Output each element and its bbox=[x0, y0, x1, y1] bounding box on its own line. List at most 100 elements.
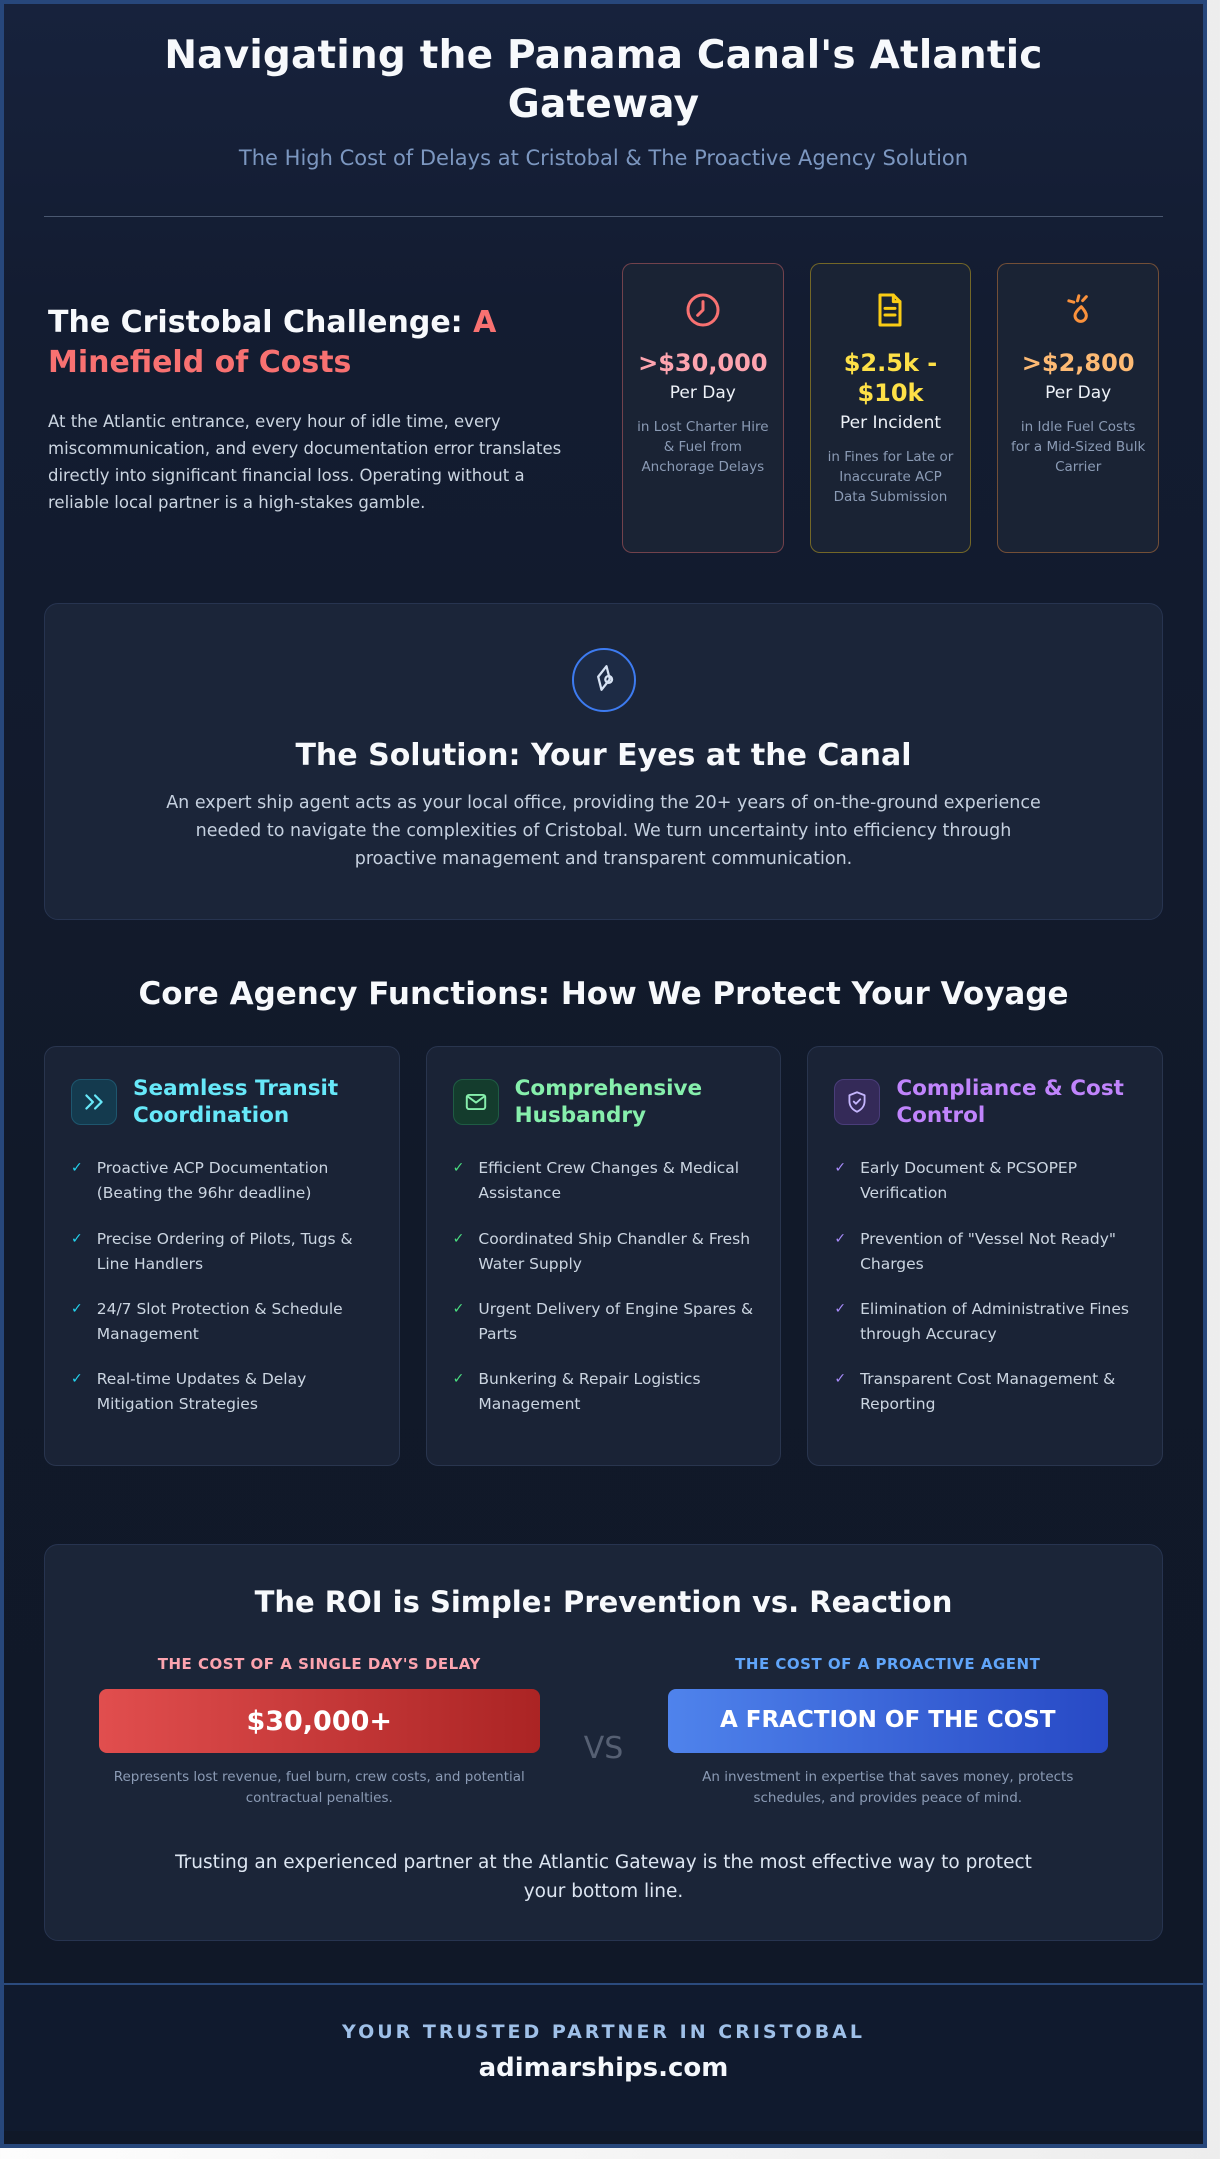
function-card-header: Compliance & Cost Control bbox=[834, 1075, 1136, 1131]
section-roi: The ROI is Simple: Prevention vs. Reacti… bbox=[44, 1544, 1163, 1942]
function-list: ✓ Early Document & PCSOPEP Verification ✓… bbox=[834, 1156, 1136, 1417]
function-card-transit: Seamless Transit Coordination ✓ Proactive… bbox=[44, 1045, 400, 1467]
footer-tagline: YOUR TRUSTED PARTNER IN CRISTOBAL bbox=[341, 2021, 865, 2044]
function-cards: Seamless Transit Coordination ✓ Proactive… bbox=[44, 1045, 1163, 1467]
roi-left-label: THE COST OF A SINGLE DAY'S DELAY bbox=[157, 1655, 481, 1674]
list-item: ✓ Bunkering & Repair Logistics Management bbox=[453, 1367, 755, 1417]
list-item: ✓ Early Document & PCSOPEP Verification bbox=[834, 1156, 1136, 1206]
check-icon: ✓ bbox=[452, 1300, 465, 1317]
document-icon bbox=[823, 290, 959, 330]
list-item: ✓ Proactive ACP Documentation (Beating th… bbox=[71, 1156, 373, 1206]
header-divider bbox=[44, 215, 1163, 217]
list-item-text: Transparent Cost Management & Reporting bbox=[860, 1370, 1116, 1414]
check-icon: ✓ bbox=[452, 1371, 465, 1388]
stat-card-acp-fines: $2.5k - $10k Per Incident in Fines for L… bbox=[809, 262, 972, 553]
challenge-text-column: The Cristobal Challenge: A Minefield of … bbox=[48, 263, 588, 553]
footer-website: adimarships.com bbox=[478, 2053, 729, 2084]
list-item-text: Coordinated Ship Chandler & Fresh Water … bbox=[478, 1229, 751, 1273]
solution-icon-circle bbox=[571, 647, 636, 712]
check-icon: ✓ bbox=[834, 1160, 847, 1177]
function-title: Compliance & Cost Control bbox=[896, 1075, 1124, 1129]
functions-heading: Core Agency Functions: How We Protect Yo… bbox=[138, 975, 1069, 1012]
function-list: ✓ Proactive ACP Documentation (Beating th… bbox=[71, 1156, 373, 1417]
check-icon: ✓ bbox=[452, 1230, 465, 1247]
check-icon: ✓ bbox=[452, 1160, 465, 1177]
list-item-text: 24/7 Slot Protection & Schedule Manageme… bbox=[96, 1299, 343, 1343]
list-item-text: Prevention of "Vessel Not Ready" Charges bbox=[860, 1229, 1117, 1273]
stat-caption: in Fines for Late or Inaccurate ACP Data… bbox=[827, 448, 954, 506]
stat-unit: Per Day bbox=[669, 382, 736, 403]
list-item: ✓ Real-time Updates & Delay Mitigation St… bbox=[71, 1367, 373, 1417]
function-card-compliance: Compliance & Cost Control ✓ Early Documen… bbox=[807, 1045, 1163, 1467]
roi-comparison: THE COST OF A SINGLE DAY'S DELAY $30,000… bbox=[85, 1655, 1122, 1809]
vs-label: VS bbox=[583, 1731, 624, 1767]
function-title: Seamless Transit Coordination bbox=[133, 1075, 339, 1129]
roi-heading: The ROI is Simple: Prevention vs. Reacti… bbox=[254, 1585, 953, 1620]
list-item: ✓ Prevention of "Vessel Not Ready" Charge… bbox=[834, 1227, 1136, 1277]
check-icon: ✓ bbox=[834, 1300, 847, 1317]
check-icon: ✓ bbox=[71, 1230, 83, 1247]
function-list: ✓ Efficient Crew Changes & Medical Assist… bbox=[453, 1156, 755, 1417]
function-card-husbandry: Comprehensive Husbandry ✓ Efficient Crew … bbox=[425, 1045, 782, 1467]
page-subtitle: The High Cost of Delays at Cristobal & T… bbox=[238, 145, 969, 170]
list-item: ✓ Transparent Cost Management & Reporting bbox=[834, 1367, 1136, 1417]
list-item-text: Precise Ordering of Pilots, Tugs & Line … bbox=[96, 1229, 353, 1273]
check-icon: ✓ bbox=[834, 1230, 847, 1247]
stat-value: $2.5k - $10k bbox=[843, 348, 938, 407]
roi-right-box: A FRACTION OF THE COST bbox=[667, 1689, 1108, 1754]
list-item-text: Bunkering & Repair Logistics Management bbox=[478, 1370, 701, 1414]
chevrons-right-icon bbox=[71, 1078, 117, 1125]
roi-right-caption: An investment in expertise that saves mo… bbox=[702, 1769, 1074, 1807]
shield-check-icon bbox=[834, 1078, 881, 1125]
list-item: ✓ Urgent Delivery of Engine Spares & Part… bbox=[453, 1297, 755, 1347]
stat-value: >$30,000 bbox=[638, 348, 768, 377]
stat-card-anchorage-delays: >$30,000 Per Day in Lost Charter Hire & … bbox=[622, 262, 784, 553]
function-card-header: Seamless Transit Coordination bbox=[71, 1075, 373, 1131]
roi-right-column: THE COST OF A PROACTIVE AGENT A FRACTION… bbox=[654, 1655, 1123, 1809]
challenge-heading-white: The Cristobal Challenge: bbox=[48, 304, 474, 340]
list-item-text: Real-time Updates & Delay Mitigation Str… bbox=[96, 1370, 307, 1414]
list-item-text: Urgent Delivery of Engine Spares & Parts bbox=[478, 1299, 754, 1343]
check-icon: ✓ bbox=[71, 1160, 83, 1177]
list-item: ✓ Coordinated Ship Chandler & Fresh Water… bbox=[453, 1227, 755, 1277]
roi-right-label: THE COST OF A PROACTIVE AGENT bbox=[735, 1655, 1041, 1674]
fuel-drop-icon bbox=[1010, 290, 1146, 330]
solution-heading: The Solution: Your Eyes at the Canal bbox=[295, 737, 912, 773]
stat-cards: >$30,000 Per Day in Lost Charter Hire & … bbox=[622, 262, 1159, 553]
stat-unit: Per Incident bbox=[839, 412, 942, 433]
roi-left-caption: Represents lost revenue, fuel burn, crew… bbox=[113, 1769, 525, 1807]
clock-icon bbox=[635, 290, 771, 330]
roi-left-box: $30,000+ bbox=[99, 1689, 540, 1754]
footer: YOUR TRUSTED PARTNER IN CRISTOBAL adimar… bbox=[4, 1983, 1203, 2132]
challenge-heading: The Cristobal Challenge: A Minefield of … bbox=[48, 303, 588, 384]
navigation-icon bbox=[587, 661, 621, 699]
solution-body: An expert ship agent acts as your local … bbox=[166, 792, 1041, 869]
challenge-heading-accent: A Minefield of Costs bbox=[48, 304, 497, 381]
check-icon: ✓ bbox=[71, 1371, 83, 1388]
list-item: ✓24/7 Slot Protection & Schedule Managem… bbox=[71, 1297, 373, 1347]
section-challenge: The Cristobal Challenge: A Minefield of … bbox=[4, 217, 1203, 553]
list-item: ✓ Precise Ordering of Pilots, Tugs & Line… bbox=[71, 1227, 373, 1277]
roi-left-column: THE COST OF A SINGLE DAY'S DELAY $30,000… bbox=[85, 1655, 554, 1809]
challenge-body: At the Atlantic entrance, every hour of … bbox=[48, 411, 562, 513]
list-item-text: Elimination of Administrative Fines thro… bbox=[860, 1299, 1129, 1343]
list-item-text: Early Document & PCSOPEP Verification bbox=[860, 1159, 1078, 1203]
function-card-header: Comprehensive Husbandry bbox=[452, 1075, 755, 1131]
stat-caption: in Lost Charter Hire & Fuel from Anchora… bbox=[637, 418, 769, 476]
list-item-text: Proactive ACP Documentation (Beating the… bbox=[96, 1159, 329, 1203]
roi-closing-text: Trusting an experienced partner at the A… bbox=[175, 1852, 1032, 1902]
mail-icon bbox=[452, 1078, 499, 1125]
stat-caption: in Idle Fuel Costs for a Mid-Sized Bulk … bbox=[1011, 418, 1146, 476]
list-item-text: Efficient Crew Changes & Medical Assista… bbox=[478, 1159, 740, 1203]
check-icon: ✓ bbox=[834, 1371, 847, 1388]
function-title: Comprehensive Husbandry bbox=[514, 1075, 703, 1129]
page-title: Navigating the Panama Canal's Atlantic G… bbox=[164, 33, 1043, 127]
stat-card-idle-fuel: >$2,800 Per Day in Idle Fuel Costs for a… bbox=[997, 262, 1159, 553]
stat-value: >$2,800 bbox=[1021, 348, 1135, 377]
list-item: ✓ Elimination of Administrative Fines thr… bbox=[834, 1297, 1136, 1347]
header: Navigating the Panama Canal's Atlantic G… bbox=[4, 4, 1203, 170]
stat-unit: Per Day bbox=[1045, 382, 1112, 403]
section-solution: The Solution: Your Eyes at the Canal An … bbox=[44, 602, 1163, 920]
list-item: ✓ Efficient Crew Changes & Medical Assist… bbox=[453, 1156, 755, 1206]
